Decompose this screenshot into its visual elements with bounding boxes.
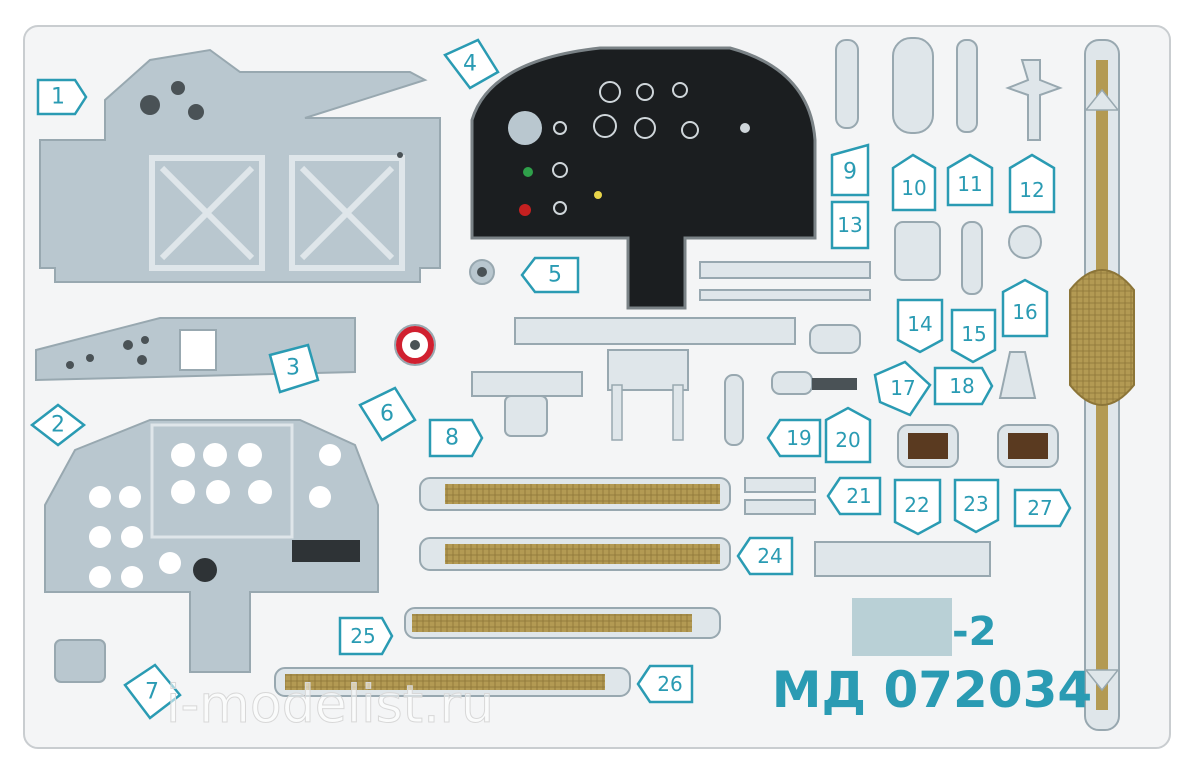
callout-23: 23: [953, 478, 1000, 534]
part-6-red-dial: [394, 324, 436, 366]
svg-text:16: 16: [1012, 300, 1037, 324]
svg-text:23: 23: [963, 492, 988, 516]
svg-text:13: 13: [837, 213, 862, 237]
part-8-grey-bracket: [471, 371, 583, 437]
svg-text:7: 7: [145, 680, 159, 705]
callout-1: 1: [36, 78, 88, 116]
callout-24: 24: [736, 536, 794, 576]
callout-18: 18: [933, 366, 994, 406]
callout-12: 12: [1008, 153, 1056, 214]
svg-text:1: 1: [51, 85, 65, 110]
parts-9-to-20-small-pieces: [724, 37, 1063, 577]
part-5-grey-strips: [469, 259, 871, 441]
callout-9: 9: [830, 143, 870, 197]
svg-text:4: 4: [463, 52, 477, 77]
svg-text:21: 21: [846, 484, 871, 508]
callout-20: 20: [824, 406, 872, 464]
svg-text:5: 5: [548, 263, 562, 288]
callout-15: 15: [950, 308, 997, 364]
harness-belts: [274, 477, 731, 697]
svg-text:15: 15: [961, 322, 986, 346]
svg-text:19: 19: [786, 426, 811, 450]
blanked-label-box: [852, 598, 952, 656]
svg-text:11: 11: [957, 172, 982, 196]
parts-22-23-27-buckles: [897, 424, 1059, 468]
callout-17: 17: [873, 360, 932, 417]
callout-22: 22: [893, 478, 942, 536]
callout-8: 8: [428, 418, 484, 458]
svg-text:27: 27: [1027, 496, 1052, 520]
part-7-console-panel: [44, 419, 379, 683]
callout-2: 2: [29, 403, 87, 447]
part-callouts: 1 2 3 4 5 6 7 8 9 10 11 12 13 14 15 16 1…: [29, 38, 1072, 720]
svg-text:20: 20: [835, 428, 860, 452]
svg-text:18: 18: [949, 374, 974, 398]
callout-26: 26: [636, 664, 694, 704]
svg-text:22: 22: [904, 493, 929, 517]
callout-5: 5: [520, 256, 580, 294]
callout-3: 3: [268, 343, 320, 394]
product-code: МД 072034: [772, 661, 1092, 719]
part-4-instrument-panel: [470, 46, 817, 310]
svg-text:14: 14: [907, 312, 932, 336]
callout-4: 4: [443, 38, 500, 90]
svg-text:10: 10: [901, 176, 926, 200]
callout-19: 19: [766, 418, 822, 458]
callout-11: 11: [946, 153, 994, 207]
callout-10: 10: [891, 153, 937, 212]
watermark: i-modelist.ru: [166, 675, 494, 735]
callout-27: 27: [1013, 488, 1072, 528]
callout-16: 16: [1001, 278, 1049, 338]
svg-text:24: 24: [757, 544, 782, 568]
callout-13: 13: [830, 200, 870, 250]
callout-6: 6: [358, 386, 417, 442]
svg-text:3: 3: [286, 356, 300, 381]
svg-text:26: 26: [657, 672, 682, 696]
svg-text:8: 8: [445, 426, 459, 451]
callout-21: 21: [826, 476, 882, 516]
callout-25: 25: [338, 616, 394, 656]
callout-14: 14: [896, 298, 944, 354]
set-suffix: -2: [952, 609, 996, 655]
svg-text:6: 6: [380, 402, 394, 427]
part-1-seat-panel: [39, 48, 441, 283]
vertical-harness: [1069, 39, 1135, 731]
svg-text:9: 9: [843, 160, 857, 185]
svg-text:17: 17: [890, 376, 915, 400]
svg-text:12: 12: [1019, 178, 1044, 202]
svg-text:2: 2: [51, 413, 65, 438]
svg-text:25: 25: [350, 624, 375, 648]
callout-7: 7: [123, 663, 182, 720]
